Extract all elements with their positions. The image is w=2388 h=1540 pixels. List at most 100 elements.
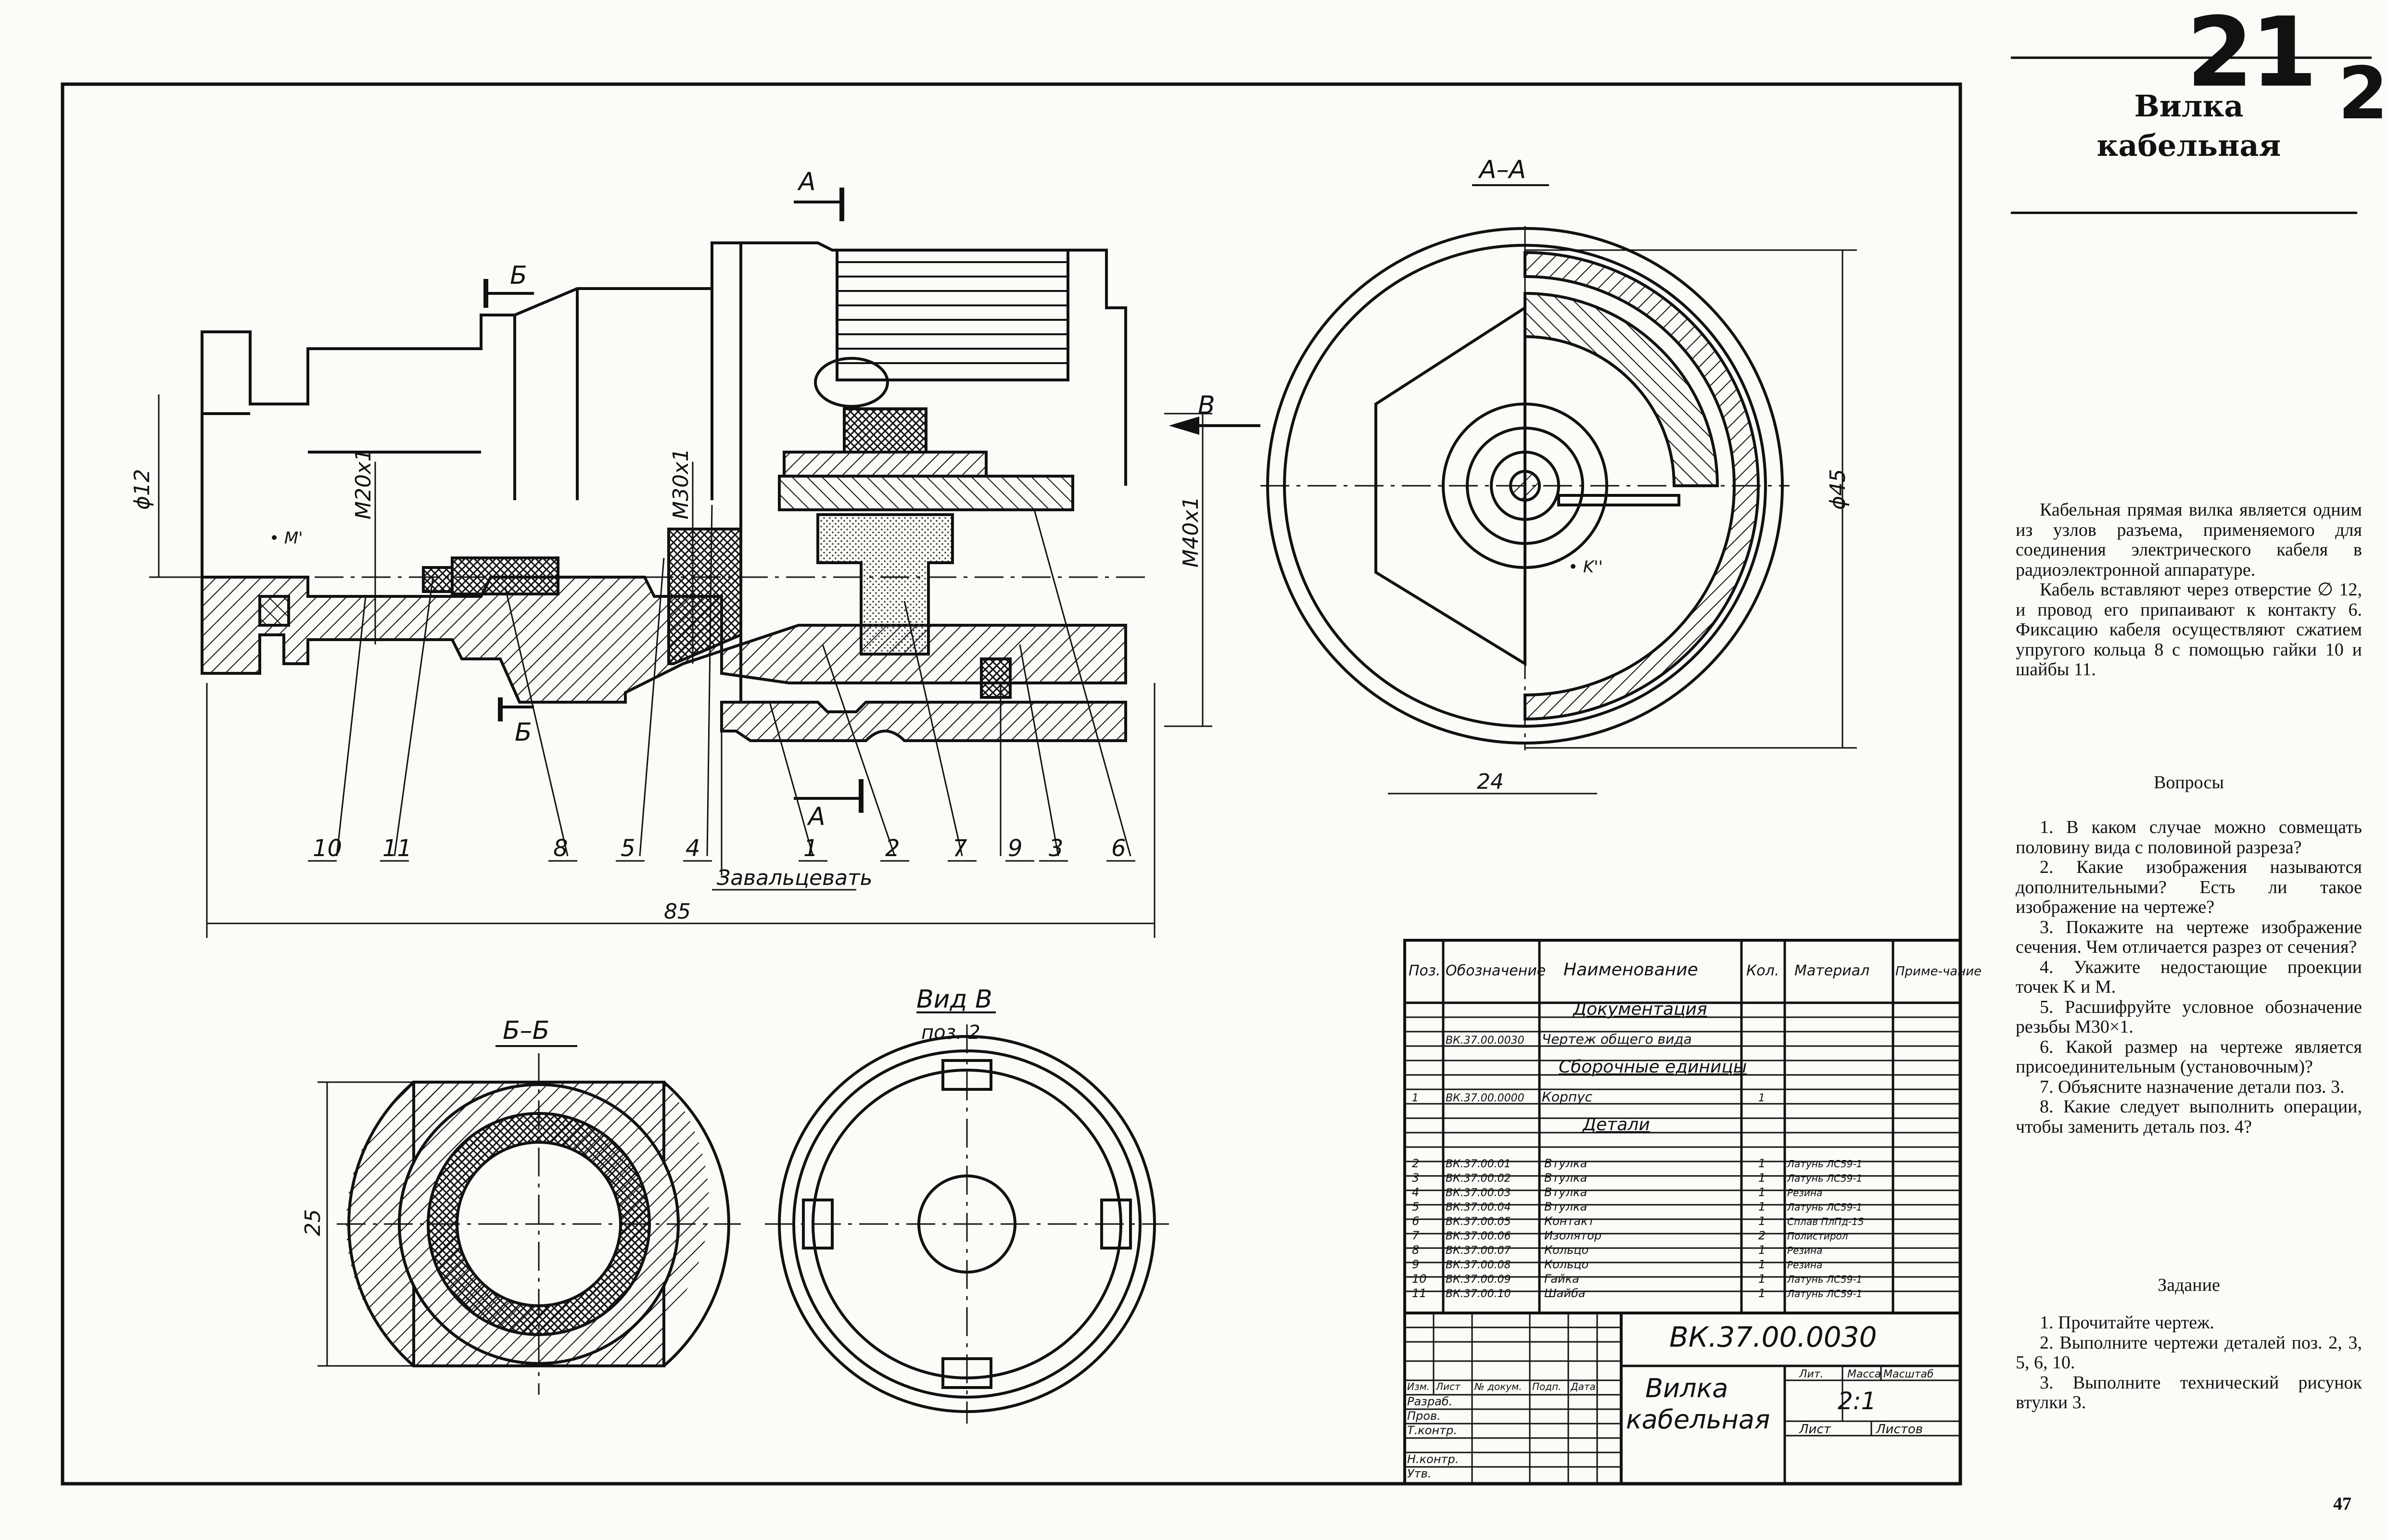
- bom-part-name: Гайка: [1544, 1272, 1579, 1286]
- bom-part-code: ВК.37.00.05: [1446, 1216, 1511, 1228]
- bom-part-qty: 1: [1758, 1157, 1766, 1170]
- bom-part-material: Сплав ПлПд-15: [1787, 1216, 1864, 1227]
- leader-7: 7: [953, 835, 967, 862]
- question-3: 3. Покажите на чертеже изображение сечен…: [2016, 917, 2362, 957]
- bom-part-qty: 1: [1758, 1200, 1766, 1213]
- bom-part-name: Контакт: [1544, 1214, 1595, 1228]
- tb-row-prov: Пров.: [1407, 1409, 1441, 1423]
- bom-part-code: ВК.37.00.08: [1446, 1259, 1511, 1271]
- bom-part-name: Втулка: [1544, 1200, 1587, 1213]
- bom-part-code: ВК.37.00.01: [1446, 1158, 1511, 1170]
- leader-note: Завальцевать: [717, 866, 873, 890]
- bom-part-pos: 8: [1412, 1243, 1419, 1257]
- bom-part-qty: 1: [1758, 1214, 1766, 1228]
- bom-section-assembly: Сборочные единицы: [1559, 1057, 1747, 1077]
- main-view-labels: А А Б Б В ϕ12 M20x1 M30x1 M40x1 85 • M' …: [130, 167, 1215, 924]
- view-title-aa: А–А: [1478, 155, 1526, 184]
- dim-m30: M30x1: [669, 448, 693, 519]
- tb-sheets: Листов: [1876, 1422, 1923, 1437]
- main-view: [149, 188, 1260, 938]
- bom-part-pos: 7: [1412, 1229, 1420, 1242]
- bom-part-pos: 9: [1412, 1258, 1419, 1271]
- bom-part-code: ВК.37.00.06: [1446, 1230, 1511, 1242]
- title-product-line2: кабельная: [1626, 1404, 1770, 1435]
- bom-part-name: Кольцо: [1544, 1243, 1588, 1257]
- questions-heading: Вопросы: [2153, 772, 2224, 793]
- bom-part-material: Латунь ЛС59-1: [1787, 1173, 1862, 1184]
- leader-4: 4: [686, 835, 700, 862]
- section-mark-a-bottom: А: [807, 802, 826, 831]
- leader-2: 2: [885, 835, 900, 862]
- tb-mass: Масса: [1847, 1368, 1881, 1380]
- bom-part-material: Латунь ЛС59-1: [1787, 1274, 1862, 1285]
- bom-part-name: Изолятор: [1544, 1229, 1601, 1242]
- bom-part-code: ВК.37.00.03: [1446, 1187, 1511, 1199]
- bom-header-name: Наименование: [1563, 960, 1698, 980]
- question-6: 6. Какой размер на чертеже является прис…: [2016, 1036, 2362, 1077]
- bom-text: Поз. Обозначение Наименование Кол. Матер…: [1409, 960, 1982, 1135]
- task-1: 1. Прочитайте чертеж.: [2040, 1313, 2214, 1333]
- bom-header-note: Приме-чание: [1895, 964, 1982, 979]
- next-plate-number: 2: [2338, 52, 2388, 136]
- view-title-vid-b: Вид В: [916, 985, 992, 1014]
- tb-col-izm: Изм.: [1407, 1381, 1430, 1392]
- bom-part-qty: 1: [1758, 1287, 1766, 1300]
- sheet-frame: [61, 82, 1962, 1486]
- bom-part-qty: 1: [1758, 1258, 1766, 1271]
- dim-len24: 24: [1477, 770, 1504, 794]
- bom-part-pos: 5: [1412, 1200, 1419, 1213]
- task-2: 2. Выполните чертежи деталей поз. 2, 3, …: [2016, 1332, 2362, 1373]
- tb-col-date: Дата: [1570, 1381, 1596, 1392]
- bom-section-parts: Детали: [1582, 1115, 1650, 1135]
- bom-part-pos: 3: [1412, 1171, 1419, 1185]
- description-paragraph-1: Кабельная прямая вилка является одним из…: [2016, 500, 2362, 580]
- bom-doc-name: Чертеж общего вида: [1542, 1031, 1692, 1047]
- leader-3: 3: [1049, 835, 1064, 862]
- tb-row-tkontr: Т.контр.: [1407, 1424, 1457, 1437]
- view-title-bb: Б–Б: [503, 1016, 549, 1045]
- bom-header-code: Обозначение: [1446, 962, 1546, 979]
- bom-part-pos: 10: [1412, 1272, 1427, 1286]
- task-list: 1. Прочитайте чертеж. 2. Выполните черте…: [2016, 1313, 2362, 1413]
- task-3: 3. Выполните технический рисунок втулки …: [2016, 1372, 2362, 1413]
- bom-part-name: Втулка: [1544, 1171, 1587, 1185]
- bom-part-code: ВК.37.00.04: [1446, 1201, 1511, 1213]
- tb-row-nkontr: Н.контр.: [1407, 1452, 1459, 1466]
- bom-part-pos: 6: [1412, 1214, 1419, 1228]
- title-block-text: ВК.37.00.0030 Вилка кабельная 2:1 Изм. Л…: [1407, 1321, 1934, 1480]
- view-subtitle-vid-b: поз. 2: [921, 1022, 980, 1044]
- bom-part-qty: 1: [1758, 1171, 1766, 1185]
- dim-h25: 25: [301, 1209, 325, 1236]
- bom-part-material: Резина: [1787, 1259, 1822, 1271]
- tb-col-doc: № докум.: [1474, 1381, 1522, 1392]
- bom-part-code: ВК.37.00.10: [1446, 1288, 1511, 1300]
- view-b-arrow-label: В: [1198, 391, 1215, 420]
- section-bb-labels: Б–Б 25: [301, 1016, 549, 1236]
- question-1: 1. В каком случае можно совмещать полови…: [2016, 817, 2362, 858]
- dim-m20: M20x1: [351, 448, 376, 519]
- bom-part-qty: 1: [1758, 1186, 1766, 1199]
- leader-9: 9: [1008, 835, 1023, 862]
- bom-part-pos: 4: [1412, 1186, 1419, 1199]
- page-number: 47: [2333, 1494, 2351, 1514]
- bom-part-code: ВК.37.00.09: [1446, 1274, 1511, 1286]
- tb-col-sign: Подп.: [1532, 1381, 1562, 1392]
- bom-part-code: ВК.37.00.02: [1446, 1173, 1511, 1185]
- leader-5: 5: [621, 835, 635, 862]
- title-product-line1: Вилка: [1645, 1373, 1728, 1403]
- questions-list: 1. В каком случае можно совмещать полови…: [2016, 817, 2362, 1137]
- bom-part-name: Втулка: [1544, 1157, 1587, 1170]
- bom-assembly-qty: 1: [1758, 1092, 1765, 1104]
- section-mark-a-top: А: [797, 167, 816, 196]
- tb-lit: Лит.: [1799, 1368, 1824, 1380]
- view-b: [765, 1011, 1169, 1424]
- point-k-label: • K'': [1568, 557, 1603, 577]
- question-2: 2. Какие изображения называются дополнит…: [2016, 857, 2362, 917]
- dim-d45: ϕ45: [1826, 469, 1850, 510]
- bom-part-pos: 2: [1412, 1157, 1419, 1170]
- title-rule: [2011, 212, 2357, 214]
- bom-part-material: Резина: [1787, 1245, 1822, 1256]
- plate-number: 21: [2186, 0, 2317, 109]
